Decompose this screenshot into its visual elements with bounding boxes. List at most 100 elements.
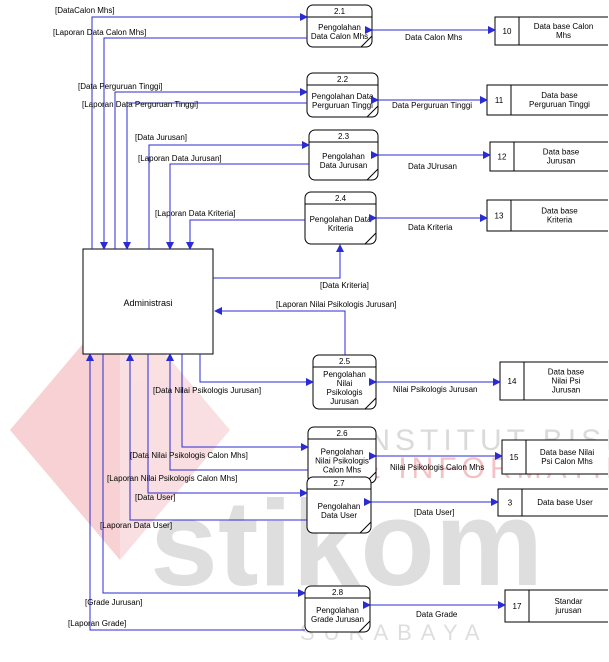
flow-label: Data Kriteria xyxy=(408,223,453,232)
process-label-line: Kriteria xyxy=(328,224,354,233)
process-label-line: Pengolahan xyxy=(316,606,359,615)
flow-laporan-data-perguruan-tinggi xyxy=(123,102,307,250)
data-store-label-line: Perguruan Tinggi xyxy=(529,100,590,109)
flow-label: [Laporan Grade] xyxy=(68,619,126,628)
flow-label: [Data Nilai Psikologis Jurusan] xyxy=(153,386,261,395)
process-label-line: Jurusan xyxy=(330,397,358,406)
data-store-number: 11 xyxy=(495,96,504,105)
flow-label: [Data Nilai Psikologis Calon Mhs] xyxy=(130,451,248,460)
flow-label: [Laporan Data User] xyxy=(100,521,172,530)
data-store-label-line: Mhs xyxy=(556,31,571,40)
data-store[interactable]: 3 Data base User xyxy=(497,488,608,517)
process-id: 2.4 xyxy=(335,194,347,203)
flow-grade-jurusan xyxy=(102,354,306,597)
data-store-label-line: Standar xyxy=(554,597,582,606)
flow-label: [Laporan Data Perguruan Tinggi] xyxy=(82,100,198,109)
data-store-label-line: Data base xyxy=(548,368,585,377)
data-store-number: 13 xyxy=(495,212,504,221)
data-store-label-line: Jurusan xyxy=(552,386,580,395)
flow-laporan-nilai-psikologis-jurusan xyxy=(214,307,346,355)
flow-data-perguruan-tinggi xyxy=(114,88,308,249)
flow-data-nilai-psikologis-calon-mhs xyxy=(181,354,309,451)
flow-label: [Data User] xyxy=(414,508,454,517)
process-label-line: Nilai xyxy=(337,379,353,388)
data-store-number: 12 xyxy=(498,153,507,162)
flow-label: [Laporan Nilai Psikologis Jurusan] xyxy=(276,300,397,309)
flow-label: [Data Perguruan Tinggi] xyxy=(78,82,163,91)
data-store-label-line: jurusan xyxy=(554,606,581,615)
data-store-label-line: Data base xyxy=(543,148,580,157)
data-store-label-line: Kriteria xyxy=(547,216,573,225)
flow-label: Data Perguruan Tinggi xyxy=(392,101,472,110)
flow-laporan-grade xyxy=(86,353,305,631)
process-label-line: Pengolahan xyxy=(321,448,364,457)
data-store-label-line: Jurusan xyxy=(547,157,575,166)
process-label-line: Data Calon Mhs xyxy=(311,32,368,41)
process-id: 2.7 xyxy=(333,479,345,488)
process-label-line: Pengolahan xyxy=(318,23,361,32)
flow-label: [Laporan Data Kriteria] xyxy=(155,209,236,218)
flow-label: Data JUrusan xyxy=(408,162,457,171)
flow-data-jurusan xyxy=(148,141,310,249)
data-store-label-line: Psi Calon Mhs xyxy=(541,457,593,466)
data-store-number: 15 xyxy=(510,453,519,462)
process-id: 2.6 xyxy=(336,429,348,438)
data-store-label-line: Data base xyxy=(541,91,578,100)
process-label-line: Pengolahan xyxy=(322,152,365,161)
entity-administrasi[interactable]: Administrasi xyxy=(82,248,214,355)
flow-datacalon-mhs xyxy=(91,13,308,249)
process-label-line: Nilai Psikologis xyxy=(315,457,369,466)
flow-label: [Laporan Data Jurusan] xyxy=(138,154,222,163)
process-label-line: Pengolahan xyxy=(323,370,366,379)
data-store-label-line: Data base Nilai xyxy=(540,448,594,457)
flow-laporan-data-calon-mhs xyxy=(100,37,307,250)
flow-laporan-nilai-psikologis-calon-mhs xyxy=(166,353,308,471)
process-label-line: Grade Jurusan xyxy=(311,615,364,624)
process-id: 2.5 xyxy=(339,357,351,366)
data-store-number: 10 xyxy=(503,27,512,36)
process-label-line: Data User xyxy=(321,511,357,520)
data-store-label-line: Data base User xyxy=(537,498,593,507)
flow-label: Nilai Psikologis Jurusan xyxy=(393,385,477,394)
data-store-label-line: Nilai Psi xyxy=(552,377,581,386)
data-store-number: 3 xyxy=(508,499,513,508)
flow-label: Data Calon Mhs xyxy=(405,33,462,42)
flow-data-kriteria xyxy=(213,244,344,279)
flow-laporan-data-user xyxy=(126,353,307,521)
flow-labels: [DataCalon Mhs] [Laporan Data Calon Mhs]… xyxy=(53,6,484,628)
flow-label: [Laporan Nilai Psikologis Calon Mhs] xyxy=(107,474,237,483)
process-id: 2.2 xyxy=(337,75,349,84)
process-label-line: Psikologis xyxy=(326,388,362,397)
process-label-line: Calon Mhs xyxy=(323,466,361,475)
entity-label: Administrasi xyxy=(123,298,172,308)
flow-label: [Data Kriteria] xyxy=(320,281,369,290)
process-label-line: Pengolahan Data xyxy=(310,215,372,224)
flow-laporan-data-kriteria xyxy=(186,219,305,250)
flow-label: [Grade Jurusan] xyxy=(85,598,142,607)
process-label-line: Pengolahan Data xyxy=(312,92,374,101)
flow-lines xyxy=(86,13,506,631)
flow-label: [DataCalon Mhs] xyxy=(55,6,115,15)
flow-laporan-data-jurusan xyxy=(166,163,309,250)
process-label-line: Perguruan Tinggi xyxy=(312,101,373,110)
flow-label: [Data User] xyxy=(135,493,175,502)
flow-label: [Laporan Data Calon Mhs] xyxy=(53,28,146,37)
flow-label: Data Grade xyxy=(416,610,458,619)
